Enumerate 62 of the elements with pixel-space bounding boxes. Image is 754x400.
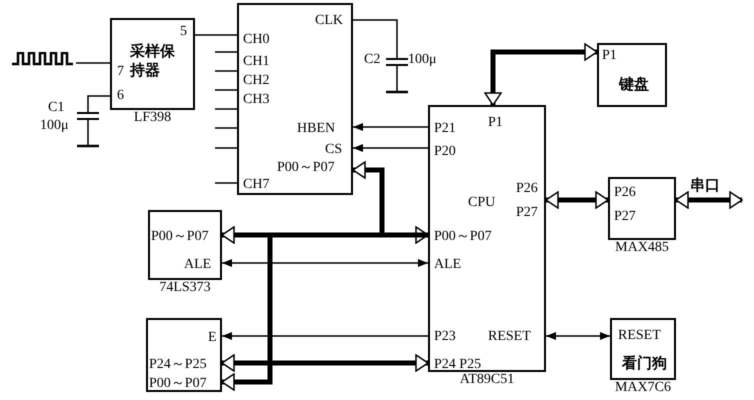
pin-label: CH2 <box>243 73 270 89</box>
pin-label: RESET <box>618 328 661 344</box>
part-number-label: MAX485 <box>614 240 670 256</box>
bus-arrow <box>545 191 609 209</box>
pin-label: CH7 <box>243 177 270 193</box>
pin-label: CLK <box>315 13 343 29</box>
component-label: 100μ <box>40 118 69 134</box>
pin-label: 7 <box>117 64 124 80</box>
pin-label: 5 <box>180 24 187 40</box>
pin-label: P27 <box>516 205 538 221</box>
wire <box>353 19 398 58</box>
wire <box>87 95 110 112</box>
square-wave-icon <box>12 52 76 66</box>
part-number-label: MAX7C6 <box>614 380 672 396</box>
pin-label: P00～P07 <box>277 160 335 176</box>
adc-chip-box <box>237 3 353 195</box>
pin-label: P26 <box>614 185 636 201</box>
pin-label: P1 <box>602 48 617 64</box>
pin-label: P21 <box>434 121 456 137</box>
pin-label: 6 <box>117 88 124 104</box>
edge-label: 串口 <box>690 176 720 195</box>
block-label: 键盘 <box>619 75 649 94</box>
pin-label: P24 P25 <box>434 357 482 373</box>
pin-label: P1 <box>488 115 503 131</box>
component-label: C1 <box>48 100 64 116</box>
pin-label: E <box>208 330 217 346</box>
pin-label: P00～P07 <box>149 376 207 392</box>
signal-arrow <box>353 144 428 152</box>
signal-arrow <box>353 123 428 131</box>
pin-label: RESET <box>488 329 531 345</box>
pin-label: CS <box>325 142 342 158</box>
block-label: 看门狗 <box>622 354 667 373</box>
pin-label: CPU <box>468 195 496 211</box>
keyboard-box <box>597 43 667 107</box>
pin-label: P20 <box>434 144 456 160</box>
signal-arrow <box>222 332 428 340</box>
part-number-label: LF398 <box>132 110 172 126</box>
wire <box>76 62 110 64</box>
pin-label: P00～P07 <box>151 229 209 245</box>
pin-label: P23 <box>434 329 456 345</box>
chip-box <box>146 318 222 392</box>
part-number-label: AT89C51 <box>458 372 516 388</box>
pin-label: HBEN <box>297 121 336 137</box>
component-label: 100μ <box>408 52 437 68</box>
pin-label: CH3 <box>243 92 270 108</box>
pin-label: ALE <box>184 257 212 273</box>
pin-label: P24～P25 <box>149 357 207 373</box>
bus-arrow <box>675 191 743 209</box>
component-label: C2 <box>364 52 380 68</box>
part-number-label: 74LS373 <box>158 280 212 296</box>
pin-label: P27 <box>614 209 636 225</box>
pin-label: CH0 <box>243 32 270 48</box>
pin-label: P00～P07 <box>434 229 492 245</box>
bus-arrow <box>221 354 429 372</box>
signal-arrow <box>546 332 610 340</box>
pin-label: ALE <box>434 257 462 273</box>
wire <box>195 34 237 36</box>
pin-label: CH1 <box>243 54 270 70</box>
block-label: 采样保持器 <box>130 42 176 80</box>
bus-arrow <box>484 43 598 106</box>
signal-arrow <box>222 259 428 267</box>
pin-label: P26 <box>516 181 538 197</box>
